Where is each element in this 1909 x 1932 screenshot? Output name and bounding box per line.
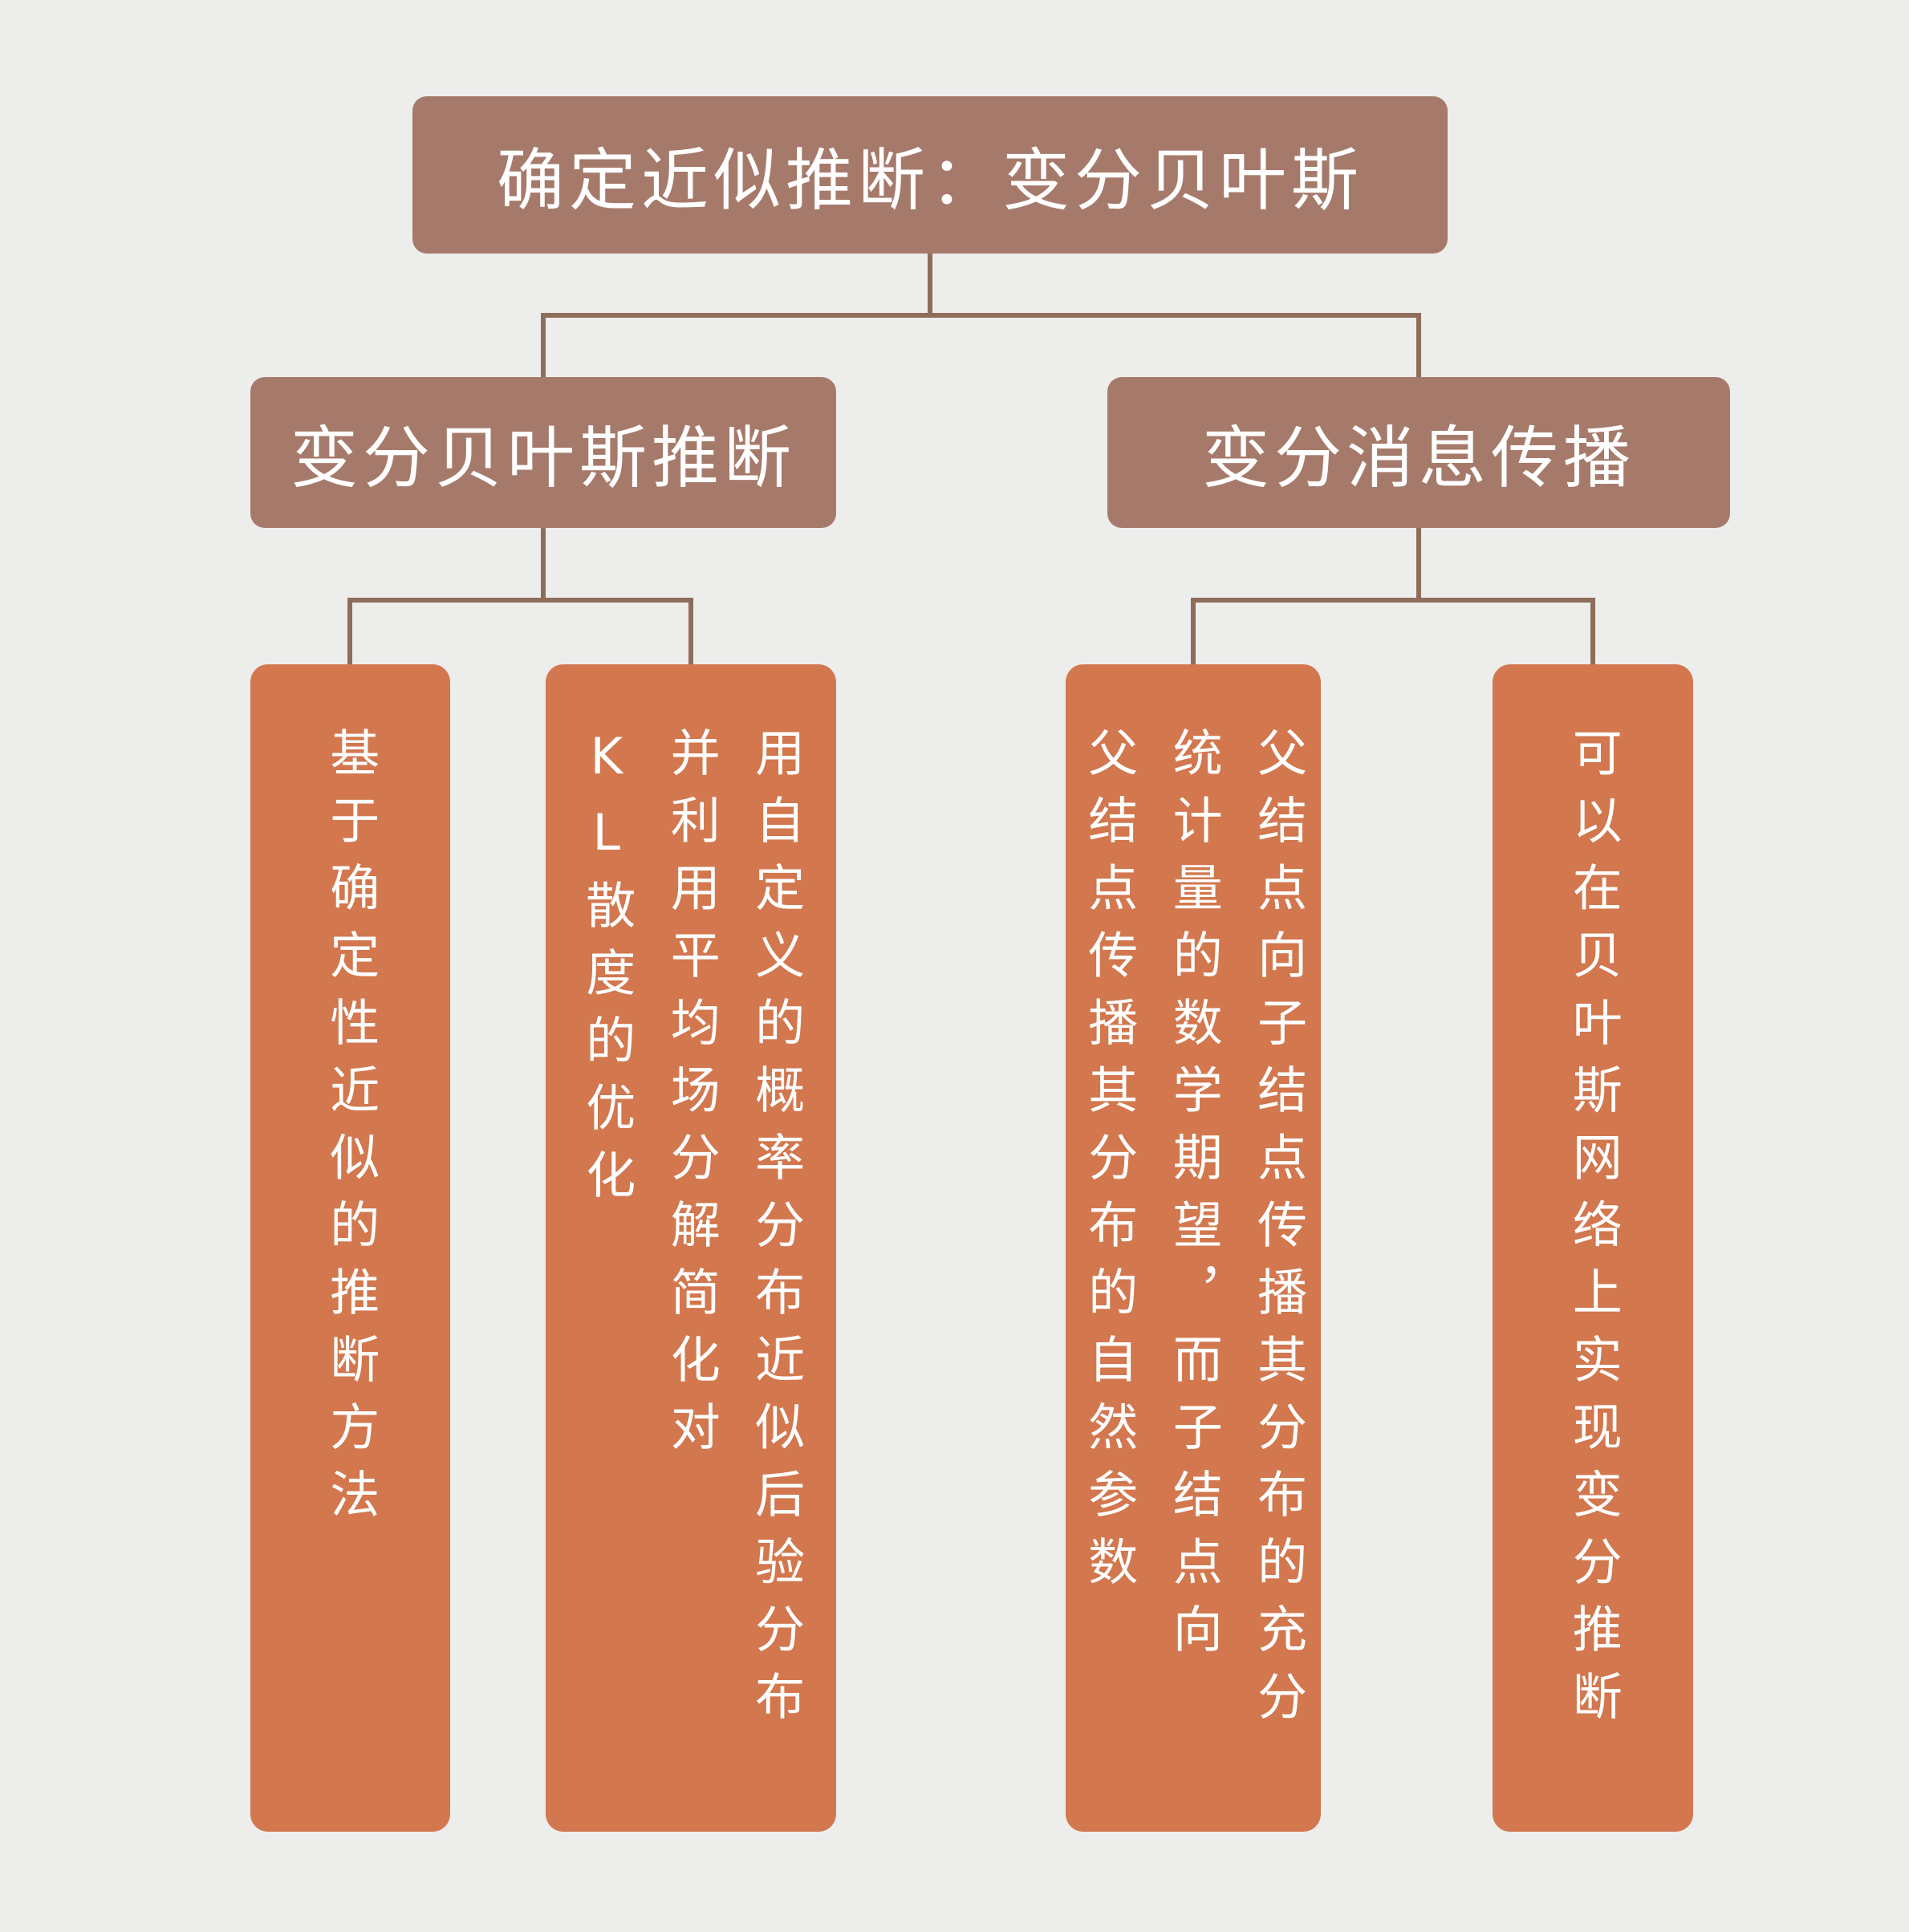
connector [1191,598,1595,603]
connector [928,253,932,318]
leaf-node-custom-distribution-kl: 用自定义的概率分布近似后验分布 并利用平均场分解简化对 KL散度的优化 [546,664,836,1832]
root-node-label: 确定近似推断：变分贝叶斯 [496,140,1363,220]
leaf-node-text: 用自定义的概率分布近似后验分布 并利用平均场分解简化对 KL散度的优化 [577,727,806,1738]
connector [688,598,693,664]
connector [347,598,352,664]
leaf-node-text: 基于确定性近似的推断方法 [321,727,380,1536]
connector [541,313,1421,318]
branch-node-variational-message-passing: 变分消息传播 [1107,377,1730,528]
leaf-node-text: 可以在贝叶斯网络上实现变分推断 [1563,727,1623,1738]
leaf-node-text: 父结点向子结点传播其分布的充分 统计量的数学期望，而子结点向 父结点传播其分布的… [1079,727,1308,1738]
connector [1416,313,1421,377]
connector [1590,598,1595,664]
connector [1191,598,1196,664]
leaf-node-bayesian-network-implementation: 可以在贝叶斯网络上实现变分推断 [1493,664,1693,1832]
root-node: 确定近似推断：变分贝叶斯 [412,96,1448,254]
leaf-node-deterministic-approximation: 基于确定性近似的推断方法 [250,664,450,1832]
connector [541,527,546,603]
branch-node-label: 变分贝叶斯推断 [290,418,796,497]
leaf-node-parent-child-propagation: 父结点向子结点传播其分布的充分 统计量的数学期望，而子结点向 父结点传播其分布的… [1066,664,1321,1832]
branch-node-label: 变分消息传播 [1201,418,1635,497]
connector [347,598,693,603]
branch-node-variational-bayes-inference: 变分贝叶斯推断 [250,377,836,528]
connector [541,313,546,377]
connector [1416,527,1421,603]
